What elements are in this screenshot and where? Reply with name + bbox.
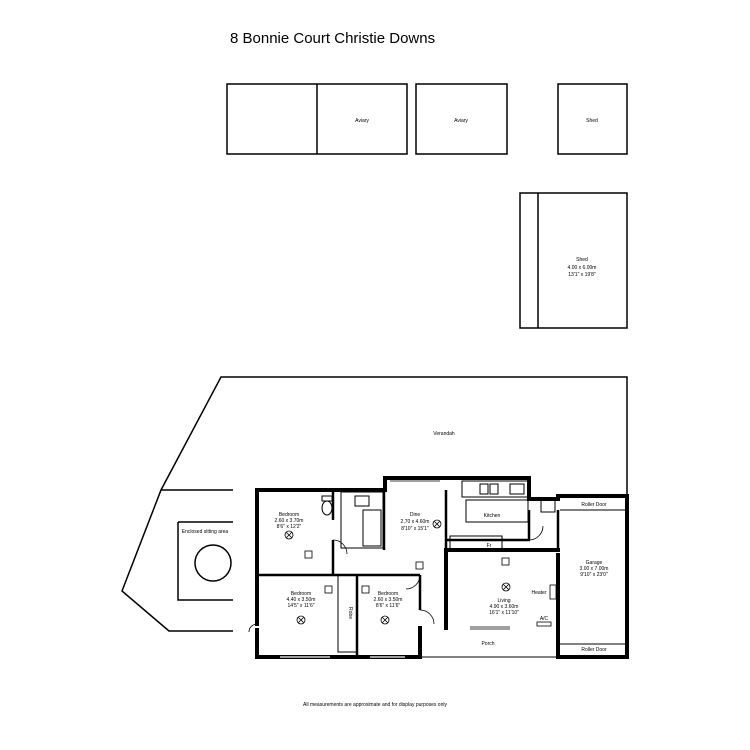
aviary-block	[226, 83, 408, 155]
aviary-label-1: Aviary	[355, 118, 369, 124]
ac-unit	[536, 621, 552, 627]
robe-label: Robe	[347, 607, 353, 619]
enclosed-sitting-area	[121, 489, 233, 632]
light-icon	[432, 519, 442, 529]
enclosed-label: Enclosed sitting area	[182, 529, 229, 535]
detectors	[304, 550, 510, 594]
robe	[337, 574, 358, 653]
aviary-label-2: Aviary	[454, 118, 468, 124]
living-name: Living	[497, 598, 510, 604]
bedroom1-name: Bedroom	[279, 512, 299, 518]
bedroom1-metric: 2.60 x 3.70m	[275, 518, 304, 524]
light-icon	[296, 615, 306, 625]
kitchen-name: Kitchen	[484, 513, 501, 519]
detector-icon	[501, 557, 510, 566]
bedroom2-metric: 4.40 x 3.50m	[287, 597, 316, 603]
bedroom2-name: Bedroom	[291, 591, 311, 597]
bedroom3-metric: 2.60 x 3.50m	[374, 597, 403, 603]
shed-small	[557, 83, 628, 155]
bedroom1-imperial: 8'6" x 12'2"	[277, 524, 302, 530]
garage-metric: 3.00 x 7.00m	[580, 566, 609, 572]
detector-icon	[324, 585, 333, 594]
shed-label-large: Shed	[576, 257, 588, 263]
aviary-2	[415, 83, 508, 155]
heater-label: Heater	[531, 590, 546, 596]
shed-large	[519, 192, 628, 329]
window-frames	[280, 626, 510, 659]
light-icon	[284, 530, 294, 540]
shed-size-metric: 4.00 x 6.00m	[568, 265, 597, 271]
disclaimer: All measurements are approximate and for…	[303, 702, 447, 708]
garage-doors	[560, 509, 625, 645]
bedroom3-name: Bedroom	[378, 591, 398, 597]
dine-metric: 2.70 x 4.60m	[401, 519, 430, 525]
living-imperial: 16'1" x 11'10"	[489, 610, 519, 616]
door-swings	[248, 525, 544, 633]
roller-door-top-label: Roller Door	[581, 502, 607, 508]
bathroom-fixtures	[321, 491, 384, 549]
dine-name: Dine	[410, 512, 421, 518]
living-metric: 4.90 x 3.60m	[490, 604, 519, 610]
shed-size-imperial: 13'1" x 19'8"	[568, 272, 596, 278]
detector-icon	[415, 561, 424, 570]
garage-name: Garage	[586, 560, 603, 566]
light-icon	[501, 582, 511, 592]
roller-door-bottom-label: Roller Door	[581, 647, 607, 653]
kitchen-fixtures	[449, 480, 556, 551]
toilet-icon	[321, 500, 333, 516]
shed-label-small: Shed	[586, 118, 598, 124]
verandah-outline	[160, 376, 628, 494]
windows	[280, 627, 510, 658]
dine-imperial: 8'10" x 15'1"	[401, 526, 429, 532]
bedroom3-imperial: 8'6" x 11'6"	[376, 603, 400, 609]
detector-icon	[304, 550, 313, 559]
verandah-label: Verandah	[433, 431, 455, 437]
porch-label: Porch	[481, 641, 494, 647]
light-icon	[380, 615, 390, 625]
interior-walls	[257, 490, 560, 657]
fridge-label: Fr	[487, 543, 492, 549]
house-walls	[255, 476, 629, 659]
heater-unit	[549, 584, 557, 600]
sliding-door	[390, 477, 440, 482]
bedroom2-imperial: 14'5" x 11'6"	[287, 603, 314, 609]
detector-icon	[361, 585, 370, 594]
plan-title: 8 Bonnie Court Christie Downs	[230, 30, 436, 47]
garage-imperial: 9'10" x 23'0"	[580, 572, 608, 578]
ac-label: A/C	[540, 616, 549, 622]
light-fixtures	[284, 519, 511, 625]
